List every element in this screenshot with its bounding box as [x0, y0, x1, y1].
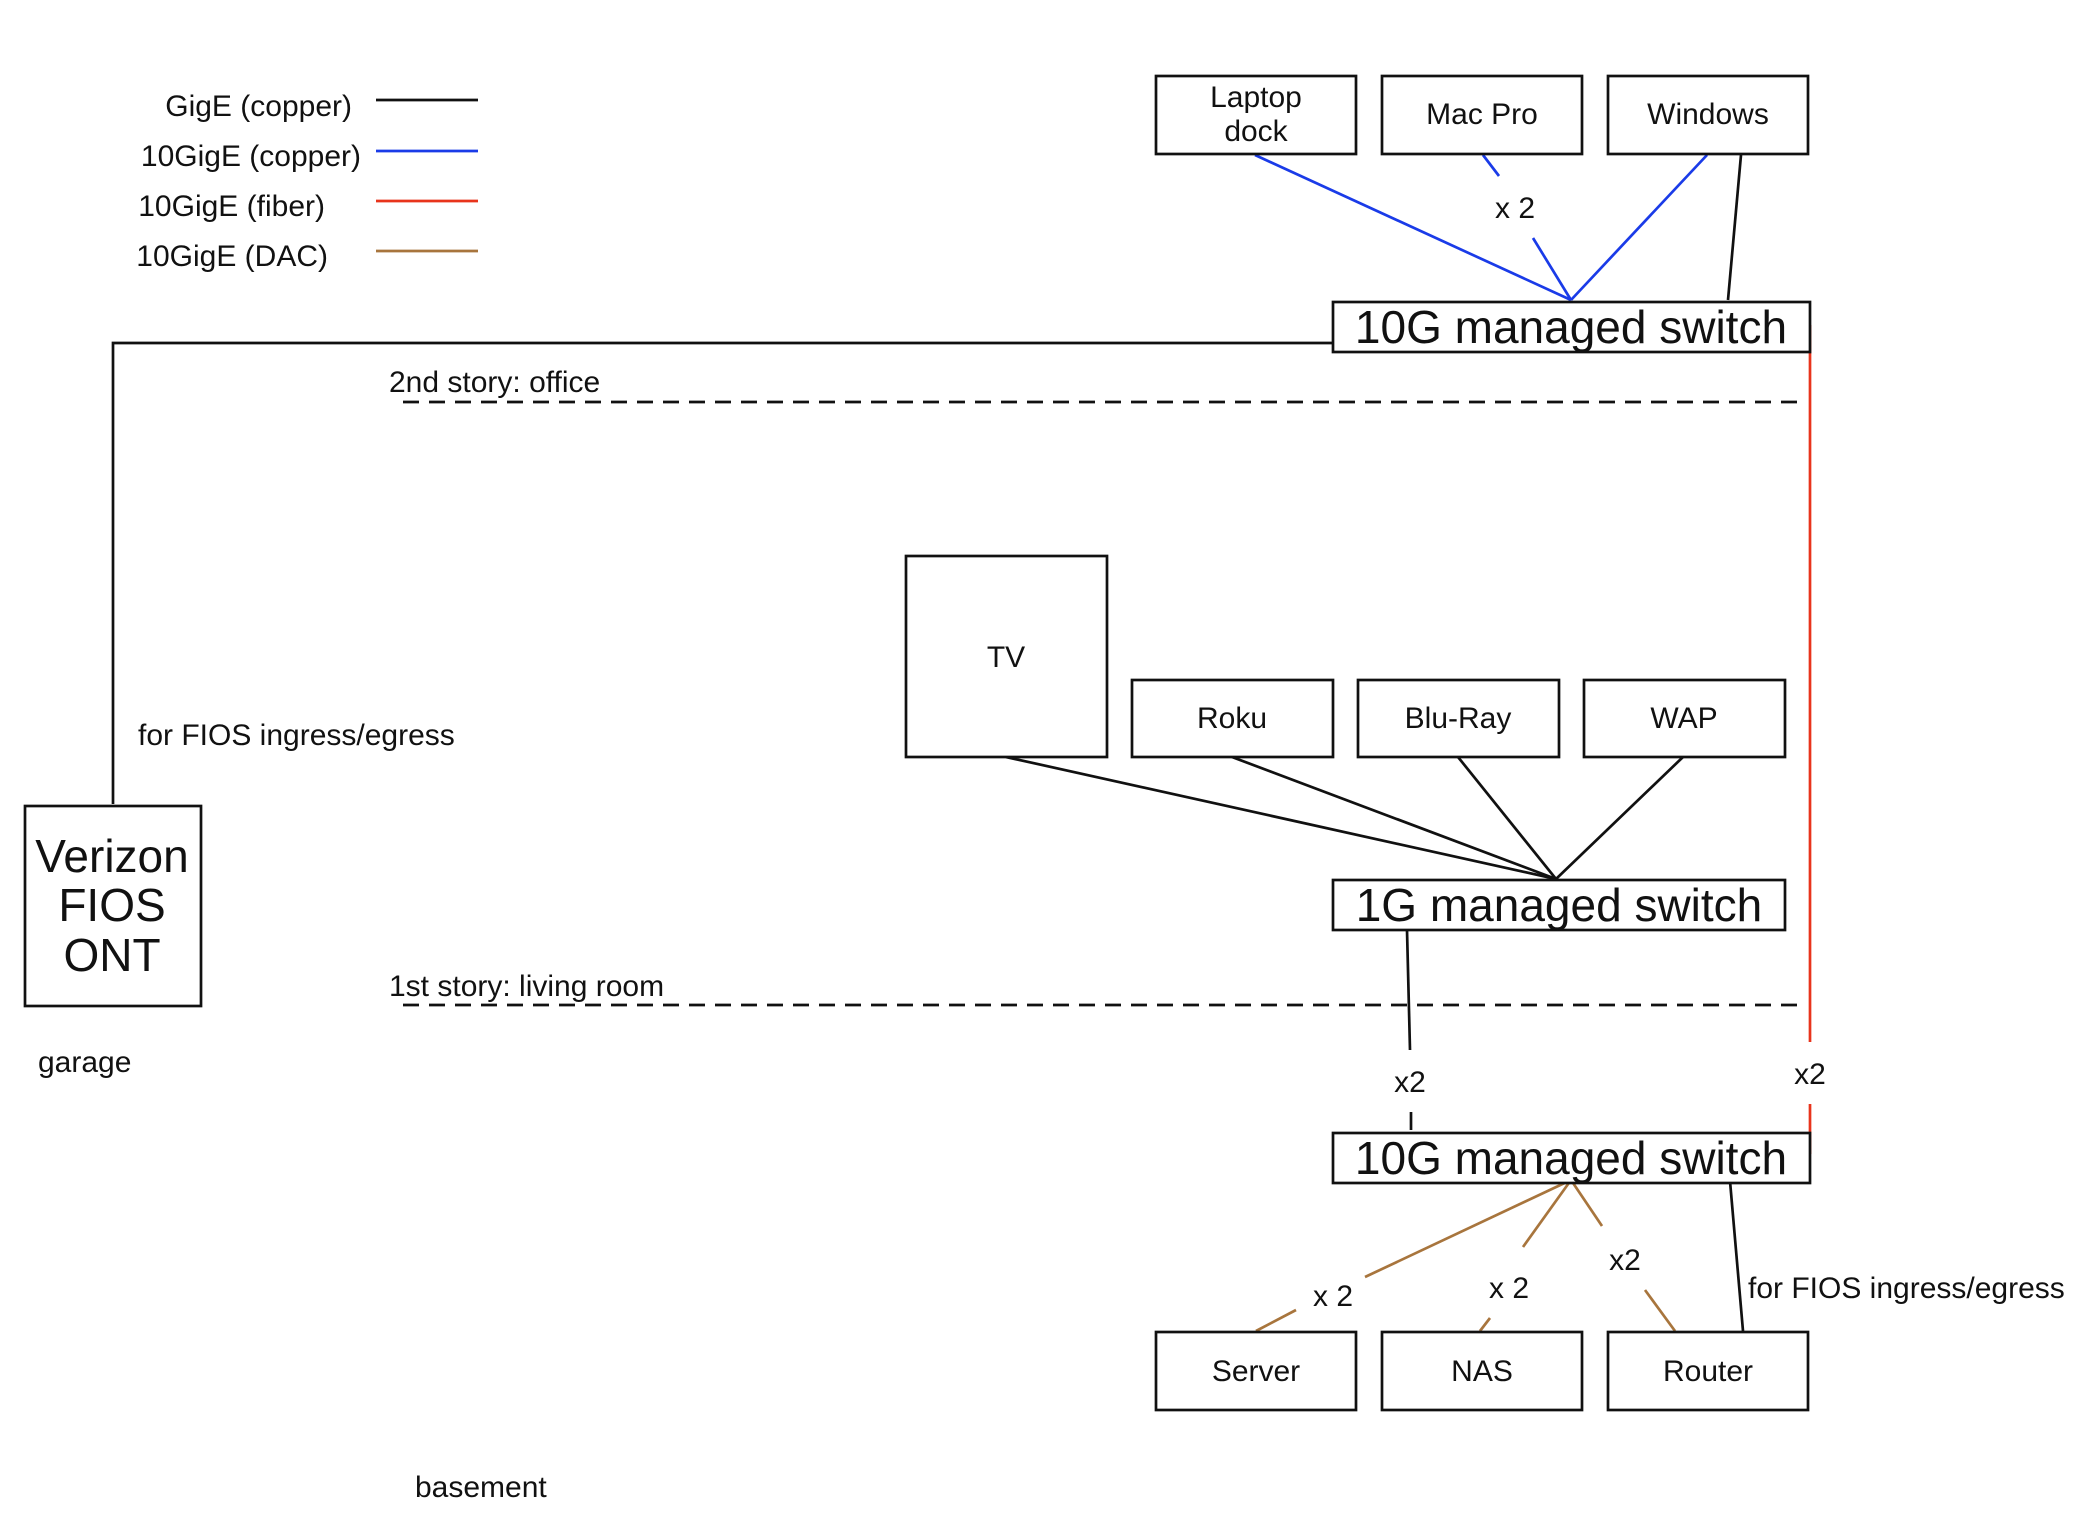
link-server-to-basement-switch-a [1364, 1178, 1572, 1279]
device-laptop-dock-label-line1: Laptop [1210, 81, 1302, 114]
link-bluray-to-living-switch [1456, 756, 1558, 880]
link-label-macpro-x2: x 2 [1495, 192, 1535, 225]
legend: GigE (copper) 10GigE (copper) 10GigE (fi… [136, 90, 478, 273]
link-macpro-to-office-switch-b [1531, 237, 1573, 301]
area-label-basement: basement [415, 1471, 547, 1504]
device-server: Server [1154, 1330, 1358, 1412]
device-bluray: Blu-Ray [1356, 678, 1561, 759]
living-1g-switch-label: 1G managed switch [1356, 879, 1763, 931]
device-laptop-dock-label-line2: dock [1224, 115, 1288, 148]
link-windows-gige-to-office-switch [1726, 154, 1743, 301]
link-windows-blue-to-office-switch [1570, 154, 1708, 301]
link-label-router-x2: x2 [1609, 1244, 1641, 1277]
link-label-living-uplink-x2: x2 [1394, 1066, 1426, 1099]
device-mac-pro: Mac Pro [1380, 74, 1584, 156]
floor-label-living-room: 1st story: living room [389, 970, 664, 1003]
device-wap: WAP [1582, 678, 1787, 759]
area-label-garage: garage [38, 1046, 131, 1079]
legend-label-10gige-fiber: 10GigE (fiber) [138, 190, 325, 223]
device-roku: Roku [1130, 678, 1335, 759]
device-tv-label: TV [987, 641, 1025, 674]
office-10g-switch: 10G managed switch [1331, 300, 1812, 354]
device-ont-label-line3: ONT [63, 929, 160, 981]
device-nas-label: NAS [1451, 1355, 1513, 1388]
link-label-fiber-x2: x2 [1794, 1058, 1826, 1091]
device-ont-label-line2: FIOS [58, 879, 165, 931]
link-label-fios-ont: for FIOS ingress/egress [138, 719, 455, 752]
link-router-to-basement-switch-a [1569, 1179, 1604, 1227]
link-macpro-to-office-switch-a [1481, 154, 1501, 177]
link-nas-to-basement-switch-a [1521, 1179, 1573, 1248]
legend-label-10gige-copper: 10GigE (copper) [141, 140, 361, 173]
link-laptop-to-office-switch [1254, 153, 1572, 302]
link-router-to-basement-switch-b [1643, 1289, 1677, 1332]
device-ont-label-line1: Verizon [35, 830, 188, 882]
link-server-to-basement-switch-b [1255, 1308, 1297, 1333]
link-label-server-x2: x 2 [1313, 1280, 1353, 1313]
link-living-to-basement-a [1405, 929, 1412, 1051]
device-nas: NAS [1380, 1330, 1584, 1412]
device-verizon-fios-ont: Verizon FIOS ONT [23, 804, 203, 1008]
device-server-label: Server [1212, 1355, 1300, 1388]
legend-label-gige-copper: GigE (copper) [165, 90, 352, 123]
device-mac-pro-label: Mac Pro [1426, 98, 1538, 131]
device-bluray-label: Blu-Ray [1405, 702, 1512, 735]
link-roku-to-living-switch [1231, 755, 1557, 881]
device-wap-label: WAP [1650, 702, 1717, 735]
device-roku-label: Roku [1197, 702, 1267, 735]
floor-label-office: 2nd story: office [389, 366, 600, 399]
office-10g-switch-label: 10G managed switch [1355, 301, 1787, 353]
device-tv: TV [904, 554, 1109, 759]
living-1g-switch: 1G managed switch [1331, 878, 1787, 932]
link-router-gige-to-basement-switch [1728, 1180, 1745, 1332]
device-windows-label: Windows [1647, 98, 1769, 131]
basement-10g-switch: 10G managed switch [1331, 1131, 1812, 1185]
link-wap-to-living-switch [1555, 756, 1684, 880]
link-label-nas-x2: x 2 [1489, 1272, 1529, 1305]
link-label-fios-router: for FIOS ingress/egress [1748, 1272, 2065, 1305]
link-nas-to-basement-switch-b [1478, 1317, 1492, 1332]
basement-10g-switch-label: 10G managed switch [1355, 1132, 1787, 1184]
link-tv-to-living-switch [1005, 755, 1557, 881]
device-router-label: Router [1663, 1355, 1753, 1388]
device-laptop-dock: Laptop dock [1154, 74, 1358, 156]
device-router: Router [1606, 1330, 1810, 1412]
legend-label-10gige-dac: 10GigE (DAC) [136, 240, 328, 273]
device-windows: Windows [1606, 74, 1810, 156]
link-ont-to-office-switch [111, 341, 1333, 804]
